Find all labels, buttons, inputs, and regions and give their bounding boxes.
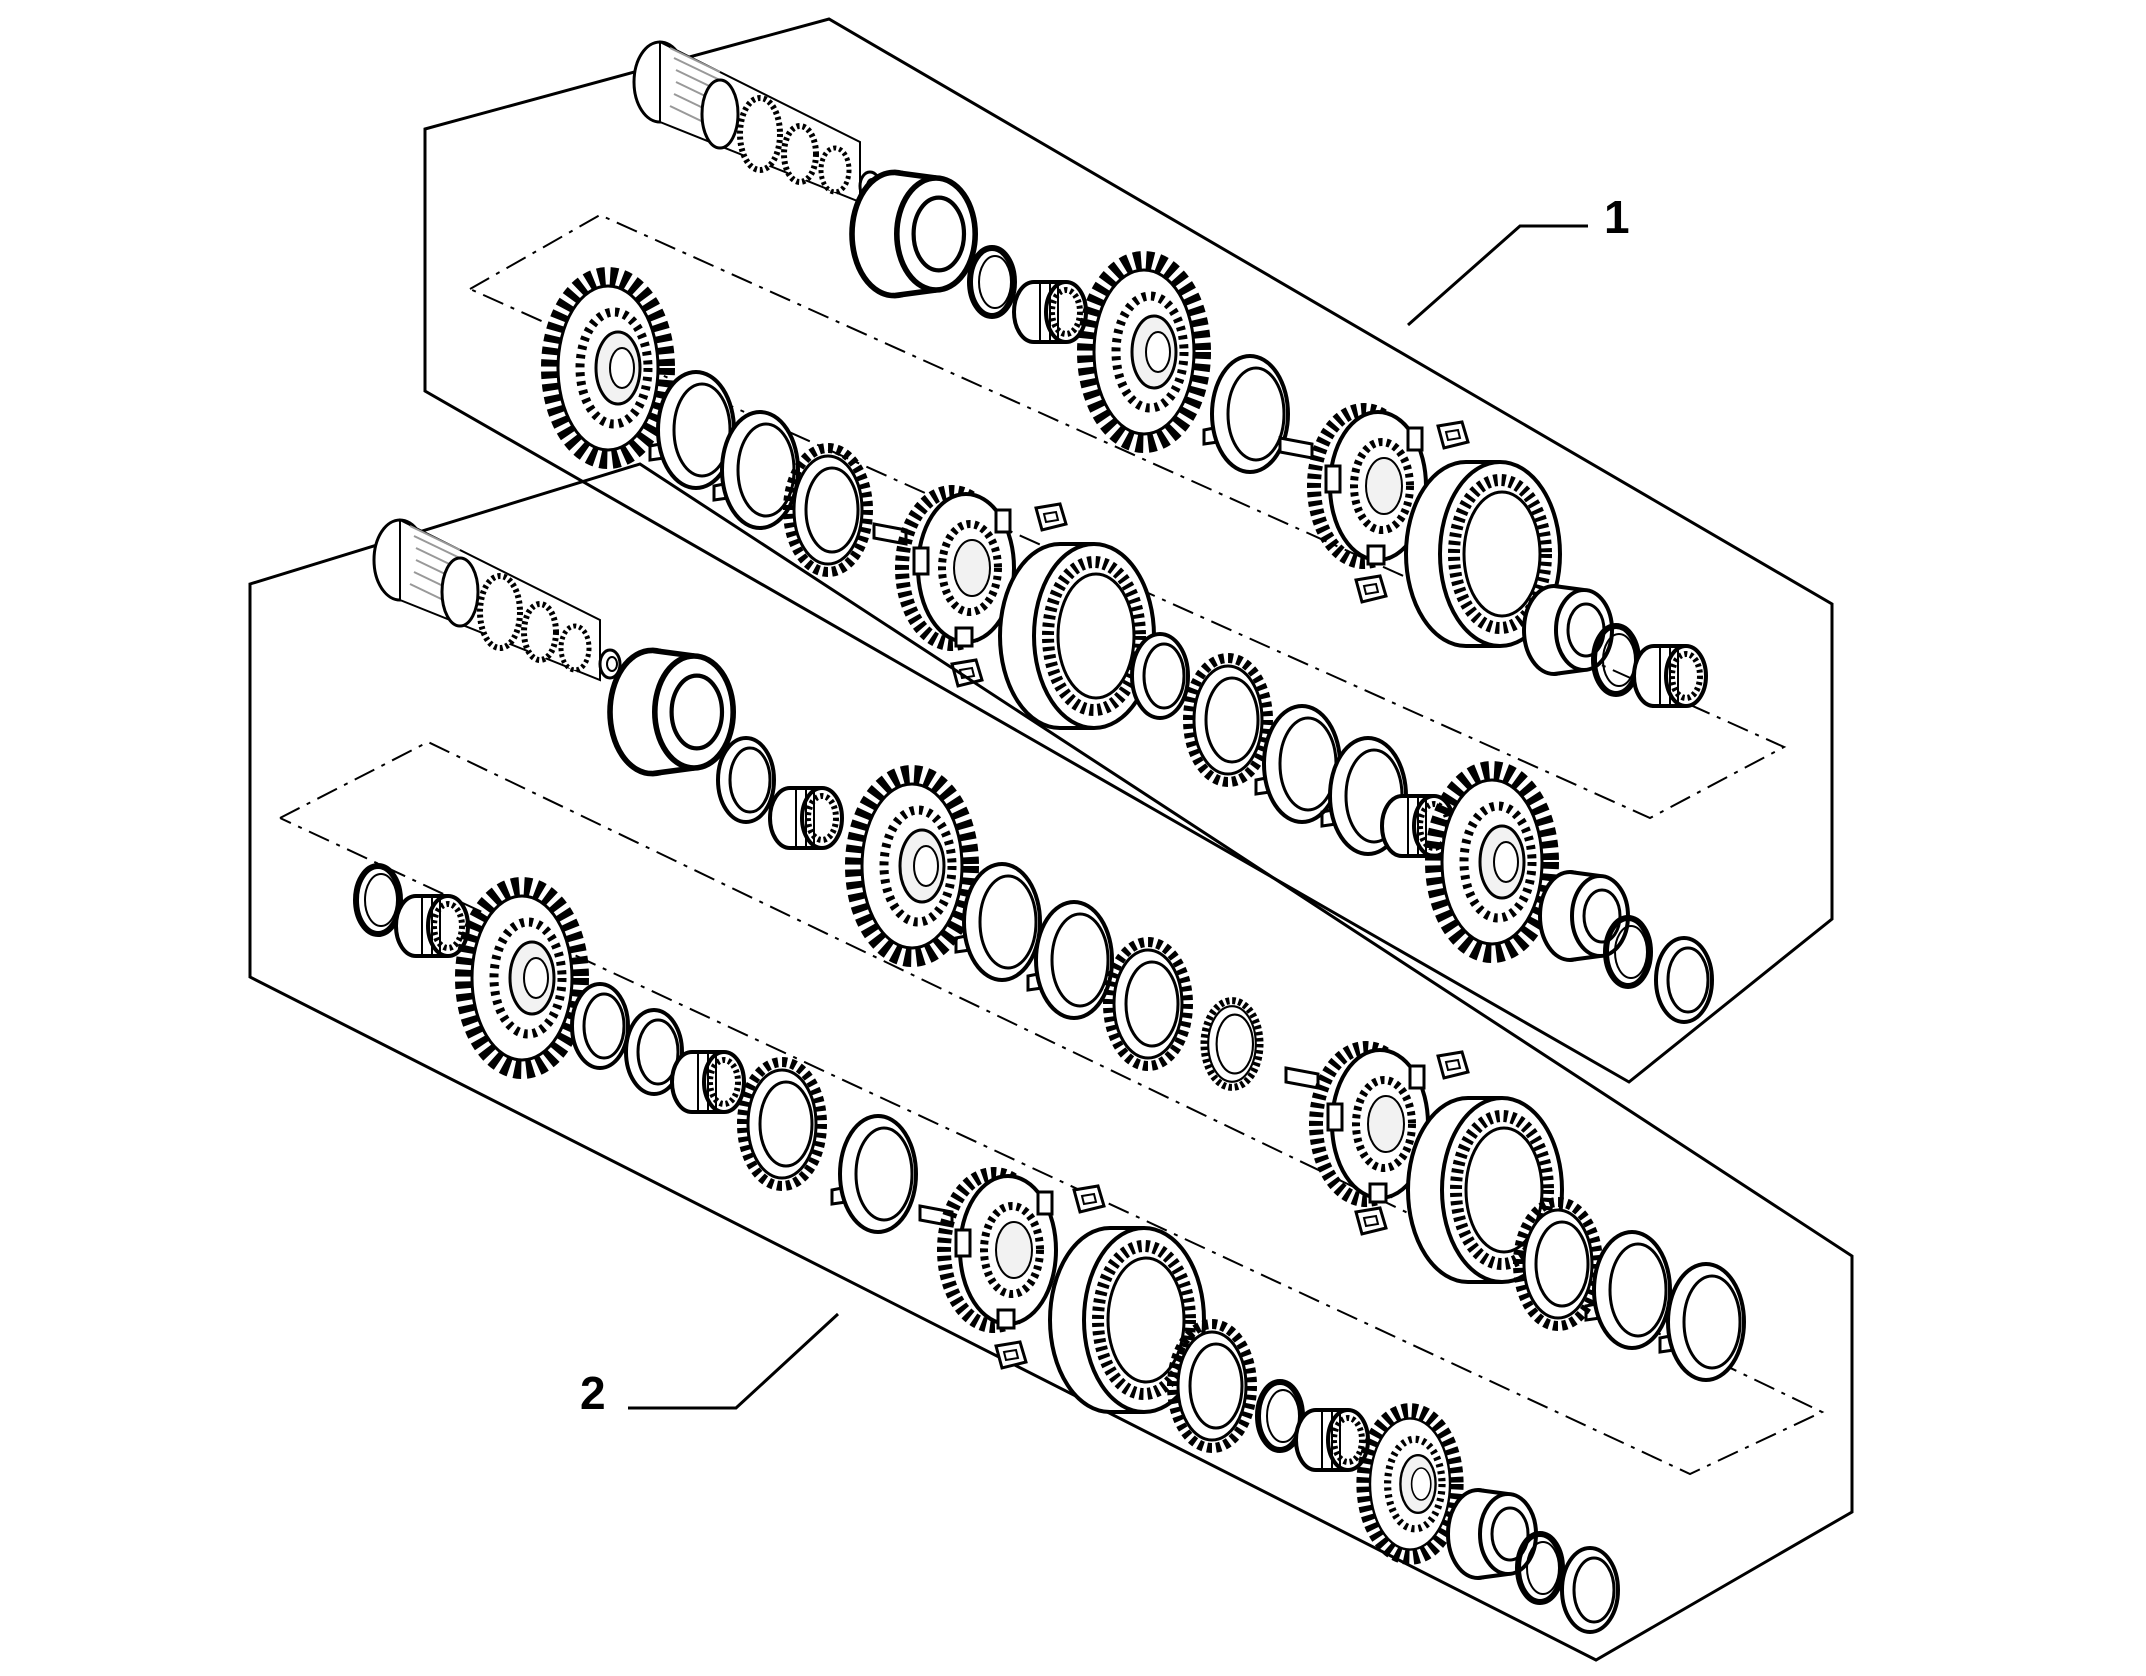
toothed-ring-1a bbox=[788, 448, 868, 572]
needle-bearing-2b bbox=[396, 896, 468, 956]
bush-1a bbox=[1522, 584, 1614, 676]
assembly-2-axis-line bbox=[279, 740, 1825, 1476]
needle-bearing-1a bbox=[1014, 282, 1086, 342]
gear-2b bbox=[464, 886, 580, 1070]
assembly-2-frame bbox=[248, 462, 1854, 1662]
washer-2d bbox=[1560, 1546, 1620, 1634]
gear-2c bbox=[1364, 1410, 1457, 1557]
needle-bearing-2d bbox=[1296, 1410, 1368, 1470]
key-2d bbox=[1354, 1206, 1388, 1236]
key-1b bbox=[950, 658, 984, 688]
key-2b bbox=[994, 1340, 1028, 1370]
washer-1b bbox=[1654, 936, 1714, 1024]
assembly-1-frame bbox=[423, 17, 1834, 1084]
leader-line-2 bbox=[628, 1312, 840, 1410]
needle-bearing-2c bbox=[672, 1052, 744, 1112]
needle-bearing-1c bbox=[1634, 646, 1706, 706]
snap-ring-1a bbox=[970, 248, 1014, 316]
gear-2a bbox=[854, 774, 970, 958]
gear-1a bbox=[550, 276, 666, 460]
assembly-1-axis-line bbox=[469, 213, 1787, 820]
gear-1b bbox=[1086, 260, 1202, 444]
input-shaft-2 bbox=[374, 520, 620, 680]
washer-2b bbox=[570, 982, 630, 1070]
key-1c bbox=[1436, 420, 1470, 450]
washer-1a bbox=[1130, 632, 1190, 720]
key-1d bbox=[1354, 574, 1388, 604]
needle-bearing-2a bbox=[770, 788, 842, 848]
key-2c bbox=[1436, 1050, 1470, 1080]
synchro-ring-2c bbox=[830, 1114, 918, 1234]
input-shaft-1 bbox=[634, 42, 880, 202]
key-2a bbox=[1072, 1184, 1106, 1214]
toothed-ring-1b bbox=[1188, 658, 1268, 782]
leader-line-1 bbox=[1407, 224, 1588, 327]
synchro-ring-1c bbox=[1202, 354, 1290, 474]
spacer-2a bbox=[1284, 1066, 1320, 1090]
washer-2a bbox=[716, 736, 776, 824]
spacer-1b bbox=[1278, 436, 1314, 460]
assembly-2 bbox=[248, 462, 1854, 1662]
toothed-ring-2a bbox=[742, 1062, 822, 1186]
synchro-hub-1a bbox=[902, 492, 1014, 646]
key-1a bbox=[1034, 502, 1068, 532]
snap-ring-2a bbox=[356, 866, 400, 934]
toothed-ring-2b bbox=[1108, 942, 1188, 1066]
spring-ring-2a bbox=[1204, 1001, 1260, 1088]
assembly-1 bbox=[423, 17, 1834, 1084]
bush-2a bbox=[1446, 1488, 1538, 1580]
toothed-ring-2c bbox=[1172, 1324, 1252, 1448]
gear-1c bbox=[1434, 770, 1550, 954]
callout-label-1: 1 bbox=[1604, 191, 1630, 243]
bearing-2 bbox=[610, 650, 733, 773]
callout-label-2: 2 bbox=[580, 1367, 606, 1419]
synchro-hub-2a bbox=[944, 1174, 1056, 1328]
bearing-1 bbox=[852, 172, 975, 295]
synchro-ring-2e bbox=[1658, 1262, 1746, 1382]
sliding-sleeve-1a bbox=[1000, 544, 1154, 728]
